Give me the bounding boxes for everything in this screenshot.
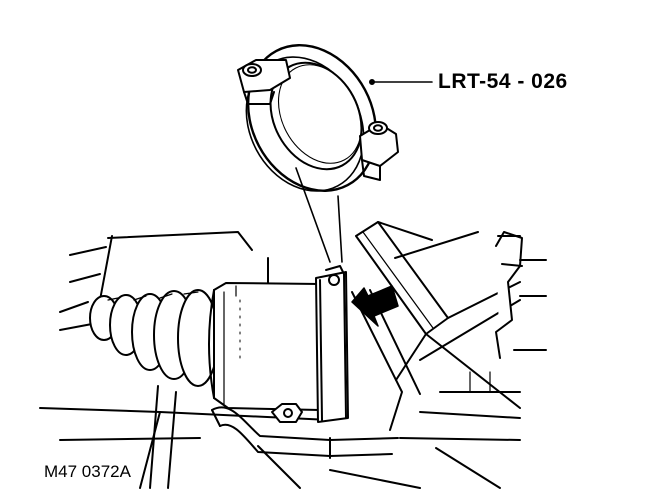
figure-reference: M47 0372A (44, 462, 131, 481)
vehicle-structure (40, 222, 546, 488)
rubber-boot (60, 290, 218, 386)
hose (150, 386, 398, 488)
arrow-icon (352, 286, 398, 326)
fit-guide-lines (296, 168, 342, 262)
label-leader (370, 80, 432, 84)
tool-part-number-label: LRT-54 - 026 (438, 70, 568, 93)
clamp-tool (223, 23, 400, 214)
joint-housing (209, 266, 348, 422)
